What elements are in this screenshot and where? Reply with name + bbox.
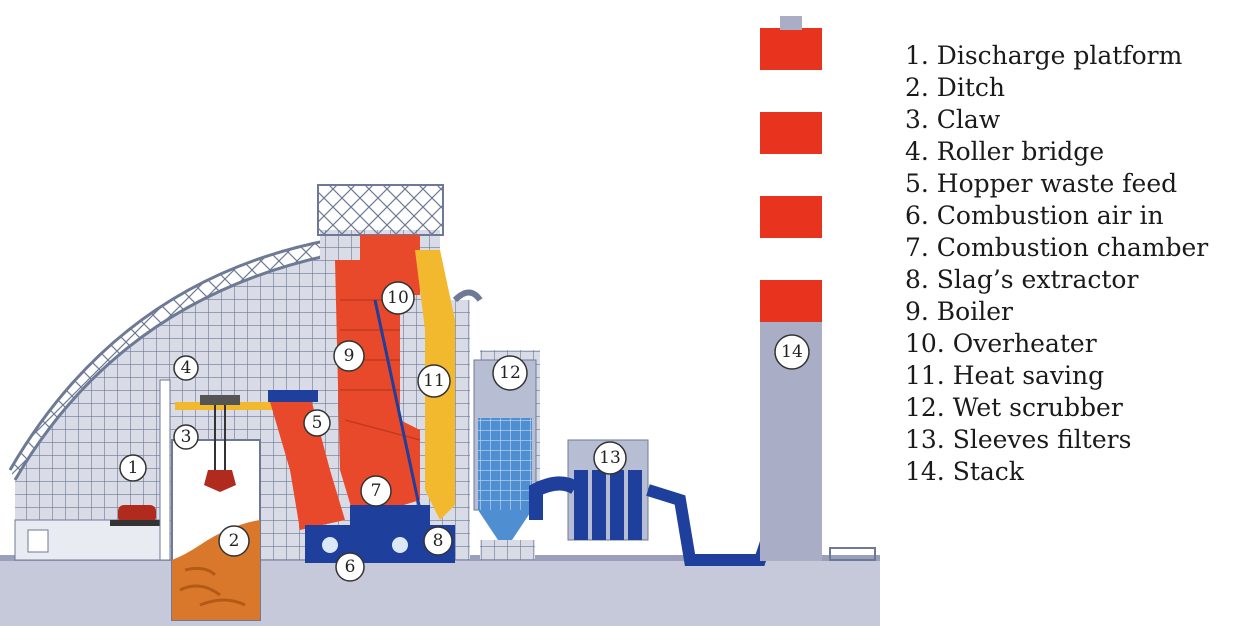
marker-14: 14 <box>775 335 809 369</box>
hopper-top <box>268 390 318 402</box>
legend-item: 3. Claw <box>905 104 1208 136</box>
legend-item: 5. Hopper waste feed <box>905 168 1208 200</box>
legend-item: 12. Wet scrubber <box>905 392 1208 424</box>
legend-item: 7. Combustion chamber <box>905 232 1208 264</box>
svg-text:11: 11 <box>423 371 445 391</box>
legend-item: 4. Roller bridge <box>905 136 1208 168</box>
legend-item: 14. Stack <box>905 456 1208 488</box>
marker-1: 1 <box>120 455 146 481</box>
svg-text:3: 3 <box>181 427 192 447</box>
svg-text:2: 2 <box>229 531 240 551</box>
marker-9: 9 <box>334 341 364 371</box>
svg-text:7: 7 <box>371 481 382 501</box>
marker-7: 7 <box>361 476 391 506</box>
svg-text:9: 9 <box>344 346 355 366</box>
incinerator-diagram: 1 2 3 4 5 6 7 8 9 10 11 12 13 14 <box>0 0 880 626</box>
marker-8: 8 <box>424 527 452 555</box>
legend-item: 1. Discharge platform <box>905 40 1208 72</box>
ground <box>0 560 880 626</box>
marker-5: 5 <box>304 410 330 436</box>
svg-text:8: 8 <box>433 531 444 551</box>
svg-text:14: 14 <box>781 342 803 362</box>
svg-text:5: 5 <box>312 413 323 433</box>
marker-13: 13 <box>594 442 626 474</box>
marker-4: 4 <box>174 356 198 380</box>
marker-11: 11 <box>418 365 450 397</box>
marker-10: 10 <box>382 282 414 314</box>
svg-text:6: 6 <box>345 557 356 577</box>
marker-12: 12 <box>493 356 527 390</box>
svg-text:1: 1 <box>128 458 139 478</box>
svg-text:10: 10 <box>387 288 409 308</box>
svg-text:13: 13 <box>599 448 621 468</box>
svg-text:4: 4 <box>181 358 192 378</box>
legend-item: 11. Heat saving <box>905 360 1208 392</box>
stack <box>760 16 822 561</box>
legend-item: 2. Ditch <box>905 72 1208 104</box>
legend-item: 8. Slag’s extractor <box>905 264 1208 296</box>
svg-text:12: 12 <box>499 363 521 383</box>
legend-item: 13. Sleeves filters <box>905 424 1208 456</box>
legend-item: 9. Boiler <box>905 296 1208 328</box>
marker-6: 6 <box>336 553 364 581</box>
marker-2: 2 <box>219 526 249 556</box>
marker-3: 3 <box>174 425 198 449</box>
component-legend: 1. Discharge platform 2. Ditch 3. Claw 4… <box>905 40 1208 488</box>
legend-item: 10. Overheater <box>905 328 1208 360</box>
legend-item: 6. Combustion air in <box>905 200 1208 232</box>
duct-boiler-to-scrubber <box>455 293 480 301</box>
